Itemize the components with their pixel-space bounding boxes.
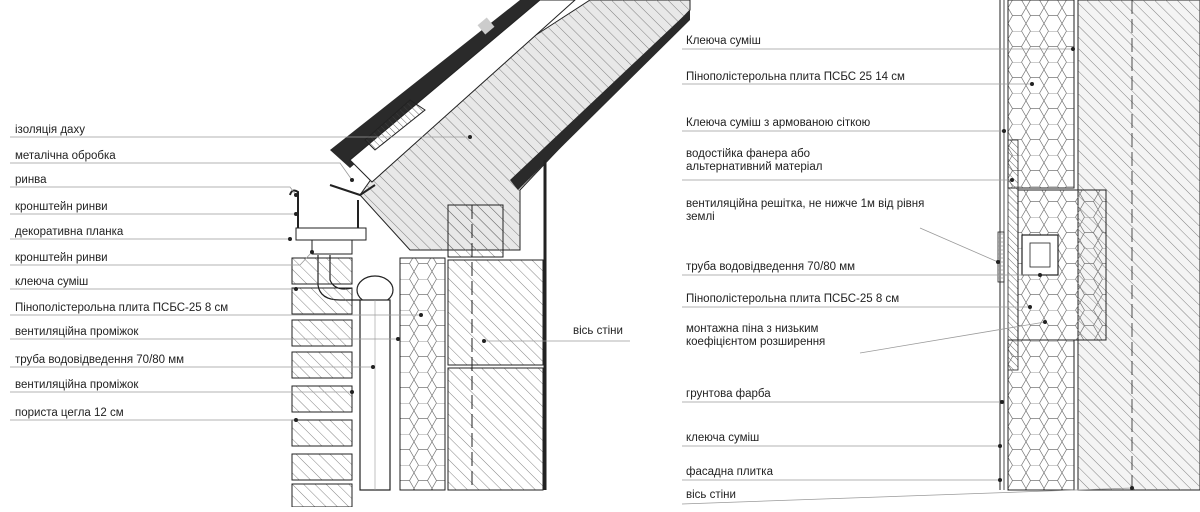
insulation-14cm [1007,0,1075,189]
roof-slab-hatch [360,0,690,250]
vent-grille [997,231,1005,283]
right-leader-lines [681,48,1133,505]
roof-vent-block [477,17,495,35]
label-gutter: ринва [15,174,47,186]
label-downpipe: труба водовідведення 70/80 мм [15,354,185,366]
roof-insulation-block [364,99,426,151]
label-wall-axis-left: вісь стіни [573,325,623,337]
label-facade-tile: фасадна плитка [686,466,773,478]
insulation-board-left [399,257,446,491]
gutter-bracket [311,239,353,255]
label-reinforced-adhesive: Клеюча суміш з армованою сіткою [686,117,871,129]
label-mounting-foam: монтажна піна з низьким коефіцієнтом роз… [686,323,826,348]
label-downpipe-right: труба водовідведення 70/80 мм [686,261,856,273]
downpipe-inner [1029,242,1051,268]
left-detail [289,0,691,508]
wall-block-top [447,204,504,258]
plywood-strip [1007,139,1019,371]
label-gutter-bracket-1: кронштейн ринви [15,201,108,213]
label-vent-grille: вентиляційна решітка, не нижче 1м від рі… [686,198,925,223]
label-gutter-bracket-2: кронштейн ринви [15,252,108,264]
label-plywood: водостійка фанера або альтернативний мат… [686,148,823,173]
wall-block-middle [447,259,544,366]
label-insulation-14cm: Пінополістерольна плита ПСБС 25 14 см [686,71,905,83]
label-adhesive-bottom: клеюча суміш [686,432,760,444]
label-adhesive-top: Клеюча суміш [686,35,761,47]
left-leader-lines [10,136,630,421]
metal-flashing [329,184,376,197]
label-vent-gap-2: вентиляційна проміжок [15,379,139,391]
roof-eave-band [510,10,690,190]
label-insulation-8cm: Пінополістерольна плита ПСБС-25 8 см [686,293,900,305]
label-metal-flashing: металічна обробка [15,150,116,162]
insulation-lower [1007,339,1075,491]
right-detail [997,0,1200,491]
label-primer-paint: грунтова фарба [686,388,771,400]
label-roof-insulation: ізоляція даху [15,124,85,136]
decorative-strip [295,227,367,241]
label-adhesive: клеюча суміш [15,276,89,288]
label-decorative-strip: декоративна планка [15,226,124,238]
label-wall-axis-right: вісь стіни [686,489,736,501]
right-leader-dots [996,47,1134,490]
label-insulation-board: Пінополістерольна плита ПСБС-25 8 см [15,302,229,314]
label-porous-brick: пориста цегла 12 см [15,407,124,419]
brick-column [291,257,353,508]
wall-block-bottom [447,367,544,491]
roof-batten-layer [349,0,576,183]
label-vent-gap-1: вентиляційна проміжок [15,326,139,338]
gutter [289,189,359,231]
left-leader-dots [288,135,486,422]
